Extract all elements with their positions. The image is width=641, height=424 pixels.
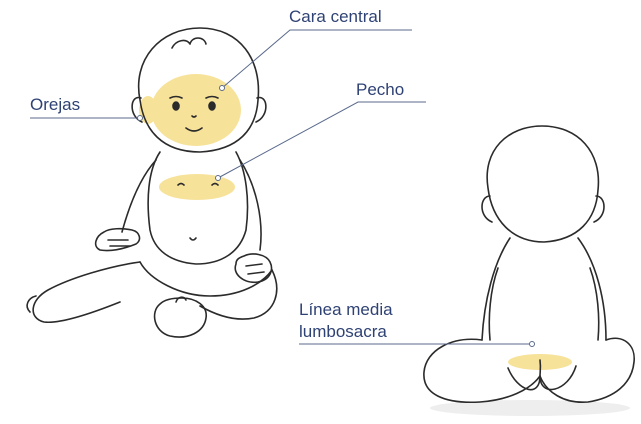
face-leader-dot (220, 86, 225, 91)
front-baby-figure (27, 28, 277, 337)
chest-leader (218, 102, 426, 178)
chest-label: Pecho (356, 80, 404, 100)
leader-lines (30, 30, 535, 347)
chest-highlight (159, 174, 235, 200)
back-baby-figure (424, 126, 634, 416)
lumbosacral-label-line1: Línea media (299, 300, 393, 320)
lumbosacral-label-line2: lumbosacra (299, 322, 387, 342)
face-highlight (151, 74, 241, 146)
ears-label: Orejas (30, 95, 80, 115)
ears-leader-dot (138, 116, 143, 121)
face-label: Cara central (289, 7, 382, 27)
chest-leader-dot (216, 176, 221, 181)
lumbosacral-leader-dot (530, 342, 535, 347)
